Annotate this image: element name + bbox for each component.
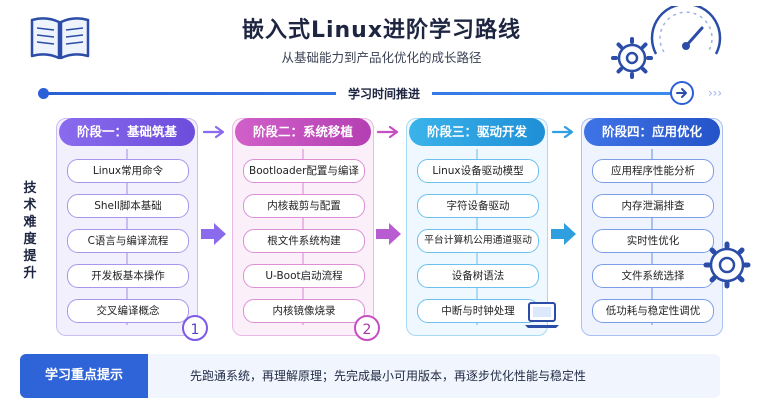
stage-2-item: Bootloader配置与编译 [243,159,365,183]
gauge-icon [611,6,722,79]
arrow-right-icon [201,223,226,245]
gear-icon [703,241,751,289]
stage-4-header: 阶段四：应用优化 [584,118,720,146]
stage-4-panel: 阶段四：应用优化 应用程序性能分析 内存泄漏排查 实时性优化 文件系统选择 低功… [581,118,723,336]
side-label-char: 术 [23,198,37,213]
stage-1-item: Linux常用命令 [67,159,189,183]
stage-3-item: 中断与时钟处理 [417,299,539,323]
arrow-right-icon [551,223,576,245]
side-label-char: 度 [23,232,37,247]
timeline-end [670,81,694,105]
stage-4-item: 文件系统选择 [592,264,714,288]
stage-1-panel: 阶段一：基础筑基 Linux常用命令 Shell脚本基础 C语言与编译流程 开发… [56,118,198,336]
arrow-right-icon [376,223,401,245]
page-subtitle: 从基础能力到产品化优化的成长路径 [281,50,482,65]
stage-2-header: 阶段二：系统移植 [235,118,371,146]
stage-1-item: Shell脚本基础 [67,194,189,218]
stage-3-panel: 阶段三：驱动开发 Linux设备驱动模型 字符设备驱动 平台计算机公用通道驱动 … [406,118,548,336]
stage-2-item: 根文件系统构建 [243,229,365,253]
stage-4-item: 内存泄漏排查 [592,194,714,218]
stage-4-item: 低功耗与稳定性调优 [592,299,714,323]
arrow-right-icon [551,125,574,139]
arrow-right-icon [202,125,225,139]
arrow-right-icon [376,125,399,139]
stage-3-header: 阶段三：驱动开发 [409,118,545,146]
stage-2-badge: 2 [354,315,380,341]
laptop-icon [525,302,559,328]
side-label-char: 提 [23,249,37,264]
stage-1-badge: 1 [182,315,208,341]
stage-3-item: Linux设备驱动模型 [417,159,539,183]
book-icon [30,17,90,60]
stage-4-item: 应用程序性能分析 [592,159,714,183]
stage-3-item: 字符设备驱动 [417,194,539,218]
timeline-chevrons: › › › [708,86,722,100]
tips-label: 学习重点提示 [20,354,148,398]
side-label: 技 术 难 度 提 升 [20,180,40,282]
stage-2-item: U-Boot启动流程 [243,264,365,288]
stage-3-item: 平台计算机公用通道驱动 [417,229,539,253]
stage-2-panel: 阶段二：系统移植 Bootloader配置与编译 内核裁剪与配置 根文件系统构建… [232,118,374,336]
stage-1-item: 开发板基本操作 [67,264,189,288]
arrow-right-icon [676,88,687,98]
stage-1-header: 阶段一：基础筑基 [59,118,195,146]
timeline-label: 学习时间推进 [336,84,432,104]
stage-4-item: 实时性优化 [592,229,714,253]
tips-text: 先跑通系统，再理解原理；先完成最小可用版本，再逐步优化性能与稳定性 [190,369,587,383]
page-title: 嵌入式Linux进阶学习路线 [241,18,522,43]
stage-1-item: C语言与编译流程 [67,229,189,253]
gear-icon [611,37,653,79]
stage-1-item: 交叉编译概念 [67,299,189,323]
stage-2-item: 内核裁剪与配置 [243,194,365,218]
timeline-start-dot [38,88,49,99]
side-label-char: 技 [23,181,37,196]
stage-3-item: 设备树语法 [417,264,539,288]
stage-2-item: 内核镜像烧录 [243,299,365,323]
side-label-char: 升 [23,266,37,281]
side-label-char: 难 [23,215,37,230]
